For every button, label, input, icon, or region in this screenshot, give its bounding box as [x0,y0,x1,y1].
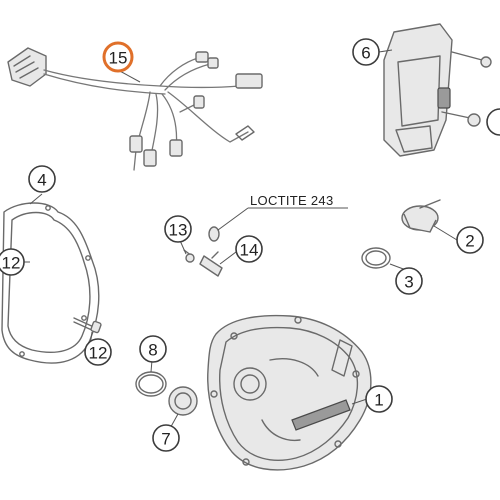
svg-text:8: 8 [148,341,157,360]
callout-2: 2 [456,226,484,254]
svg-text:7: 7 [161,430,170,449]
small-hardware [183,226,223,277]
callout-12-gasket: 12 [0,248,25,276]
cover-gasket [1,202,100,364]
svg-text:2: 2 [465,232,474,251]
callout-8: 8 [139,335,167,363]
screw-12 [73,317,102,334]
ignition-cover [207,314,372,471]
svg-text:13: 13 [169,221,188,240]
callout-6: 6 [352,38,380,66]
callout-13: 13 [164,215,192,243]
callout-15: 15 [102,41,134,73]
plug-and-oring [361,199,441,269]
callout-3: 3 [395,267,423,295]
svg-text:14: 14 [240,241,259,260]
svg-text:12: 12 [2,254,21,273]
callout-1: 1 [365,385,393,413]
wiring-harness [7,47,263,171]
svg-text:3: 3 [404,273,413,292]
svg-text:4: 4 [37,171,46,190]
callout-12-screw: 12 [84,338,112,366]
callout-14: 14 [235,235,263,263]
svg-text:12: 12 [89,344,108,363]
callout-edge-partial [486,108,500,136]
svg-text:15: 15 [109,49,128,68]
svg-text:1: 1 [374,391,383,410]
loctite-note: LOCTITE 243 [250,193,334,208]
control-module [383,23,492,157]
callout-7: 7 [152,424,180,452]
svg-text:6: 6 [361,44,370,63]
seal-and-ring [135,371,198,416]
callout-4: 4 [28,165,56,193]
